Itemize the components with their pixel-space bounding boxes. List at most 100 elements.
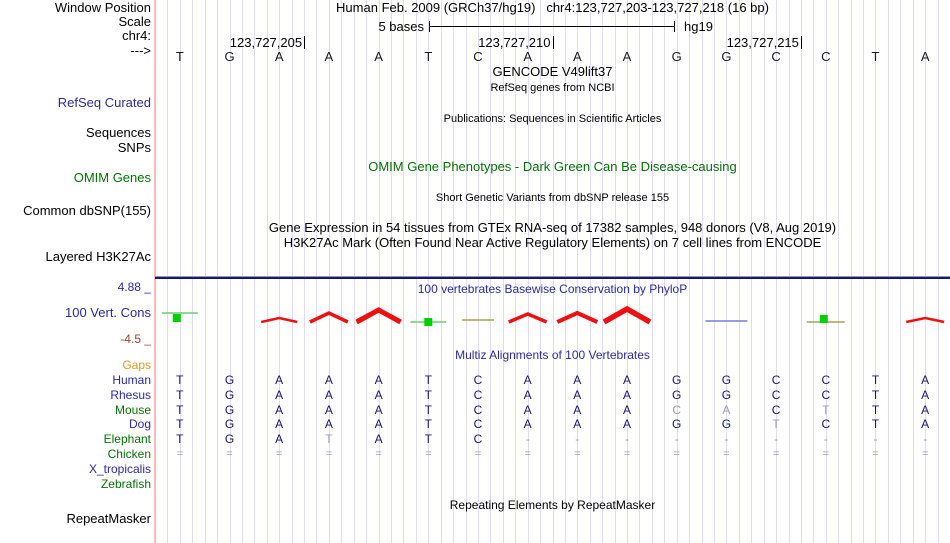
alignment-base: A — [573, 417, 582, 431]
base-gridline — [316, 0, 318, 543]
species-label-human[interactable]: Human — [112, 373, 151, 387]
species-label-chicken[interactable]: Chicken — [107, 447, 151, 461]
multiz-track-title[interactable]: Multiz Alignments of 100 Vertebrates — [455, 348, 650, 362]
base-gridline — [589, 0, 591, 543]
alignment-base: = — [574, 448, 581, 460]
reference-base: C — [473, 49, 483, 64]
alignment-base: T — [871, 388, 880, 402]
reference-base: A — [572, 49, 582, 64]
refseq-track-subtitle[interactable]: RefSeq genes from NCBI — [490, 82, 615, 94]
base-gridline — [763, 0, 765, 543]
reference-base: A — [374, 49, 383, 64]
position-label: 123,727,210 — [478, 35, 551, 50]
alignment-base: C — [821, 417, 831, 431]
species-label-elephant[interactable]: Elephant — [103, 432, 151, 446]
conservation-track-label[interactable]: 100 Vert. Cons — [65, 305, 151, 320]
strand-direction-label: ---> — [130, 43, 151, 58]
base-gridline — [838, 0, 840, 543]
alignment-base: C — [473, 388, 483, 402]
base-gridline — [415, 0, 417, 543]
alignment-base: A — [573, 388, 582, 402]
species-label-x_tropicalis[interactable]: X_tropicalis — [88, 462, 151, 476]
base-gridline — [465, 0, 467, 543]
alignment-base: T — [424, 373, 432, 387]
base-gridline — [875, 0, 877, 543]
alignment-base: G — [672, 373, 682, 387]
base-gridline — [651, 0, 653, 543]
base-gridline — [304, 0, 306, 543]
reference-base: A — [324, 49, 334, 64]
alignment-base: = — [673, 448, 680, 460]
repeatmasker-label[interactable]: RepeatMasker — [66, 511, 151, 526]
gtex-track-title[interactable]: Gene Expression in 54 tissues from GTEx … — [268, 220, 837, 235]
species-label-zebrafish[interactable]: Zebrafish — [100, 477, 151, 491]
omim-track-title[interactable]: OMIM Gene Phenotypes - Dark Green Can Be… — [368, 159, 737, 174]
alignment-base: = — [921, 448, 929, 460]
reference-base: C — [821, 49, 831, 64]
phylop-conservation-wiggle — [161, 305, 945, 326]
base-gridline — [800, 0, 802, 543]
label-track-separator — [154, 0, 156, 543]
alignment-base: - — [674, 432, 679, 446]
species-label-dog[interactable]: Dog — [128, 417, 151, 431]
species-label-mouse[interactable]: Mouse — [114, 403, 151, 417]
base-gridline — [353, 0, 355, 543]
alignment-base: A — [324, 403, 333, 417]
alignment-base: A — [374, 417, 383, 431]
alignment-base: A — [324, 417, 333, 431]
alignment-base: C — [771, 403, 781, 417]
alignment-base: T — [871, 417, 880, 431]
alignment-base: A — [275, 388, 284, 402]
sequences-label[interactable]: Sequences — [85, 125, 151, 140]
phylop-mark-line — [161, 312, 198, 314]
base-gridline — [788, 0, 790, 543]
common-dbsnp-label[interactable]: Common dbSNP(155) — [23, 203, 151, 218]
base-gridline — [689, 0, 691, 543]
position-label: 123,727,205 — [229, 35, 303, 50]
reference-base: A — [920, 49, 930, 64]
repeatmasker-track-title[interactable]: Repeating Elements by RepeatMasker — [449, 498, 656, 512]
alignment-base: A — [622, 417, 631, 431]
alignment-base: = — [772, 448, 780, 460]
position-label: 123,727,215 — [726, 35, 799, 50]
base-gridline — [403, 0, 405, 543]
base-gridline — [490, 0, 492, 543]
alignment-base: T — [176, 403, 184, 417]
base-gridline — [602, 0, 604, 543]
alignment-base: T — [176, 373, 184, 387]
dbsnp-track-title[interactable]: Short Genetic Variants from dbSNP releas… — [435, 192, 670, 204]
omim-genes-label[interactable]: OMIM Genes — [73, 170, 151, 185]
phylop-mark-caret — [556, 310, 599, 324]
publications-track-title[interactable]: Publications: Sequences in Scientific Ar… — [443, 113, 662, 125]
base-gridline — [229, 0, 231, 543]
alignment-base: G — [224, 417, 235, 431]
alignment-base: = — [872, 448, 879, 460]
species-label-rhesus[interactable]: Rhesus — [110, 388, 151, 402]
base-gridline — [254, 0, 256, 543]
conservation-min-value: -4.5 _ — [120, 332, 151, 346]
position-tick — [800, 36, 802, 49]
conservation-track-title[interactable]: 100 vertebrates Basewise Conservation by… — [417, 282, 688, 296]
scale-value: 5 bases — [378, 19, 424, 34]
alignment-base: = — [524, 448, 531, 460]
base-gridline — [850, 0, 852, 543]
h3k27ac-track-title[interactable]: H3K27Ac Mark (Often Found Near Active Re… — [283, 235, 822, 250]
refseq-curated-label[interactable]: RefSeq Curated — [57, 95, 151, 110]
species-label-gaps[interactable]: Gaps — [122, 358, 151, 372]
conservation-max-value: 4.88 _ — [117, 280, 151, 294]
base-gridline — [912, 0, 914, 543]
gencode-track-title[interactable]: GENCODE V49lift37 — [492, 64, 613, 79]
alignment-base: A — [622, 388, 631, 402]
alignment-base: C — [771, 388, 781, 402]
alignment-base: A — [275, 403, 284, 417]
conservation-track-border-light — [155, 276, 950, 277]
alignment-base: C — [821, 373, 831, 387]
base-gridline — [813, 0, 815, 543]
base-gridline — [453, 0, 455, 543]
alignment-base: = — [723, 448, 730, 460]
layered-h3k27ac-label[interactable]: Layered H3K27Ac — [45, 249, 151, 264]
alignment-base: G — [224, 403, 235, 417]
base-gridline — [900, 0, 902, 543]
snps-label[interactable]: SNPs — [117, 140, 151, 155]
alignment-base: - — [575, 432, 580, 446]
